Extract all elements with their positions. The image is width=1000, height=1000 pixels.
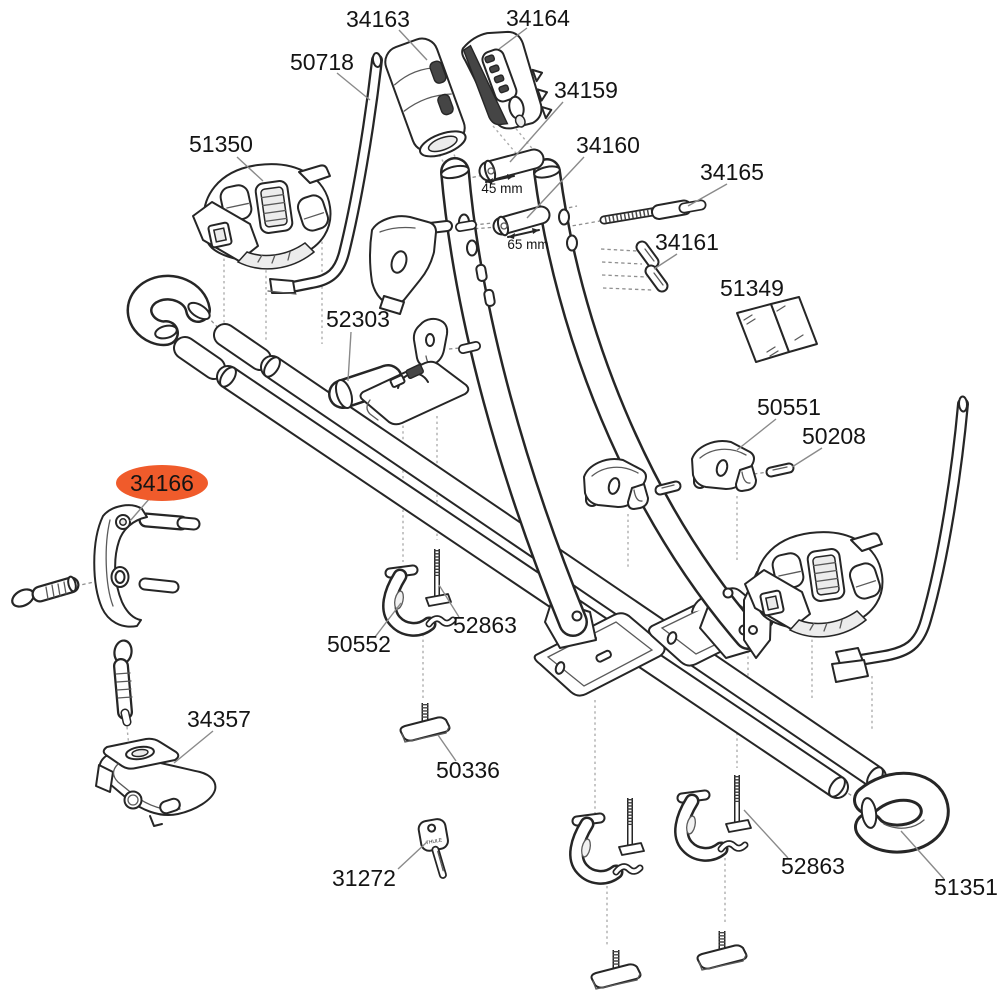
part-label-50208: 50208: [802, 423, 866, 449]
part-label-34161: 34161: [655, 229, 719, 255]
bolt-mid: [619, 798, 644, 855]
pin-mid: [654, 480, 682, 496]
lock-cylinder-with-key: [11, 575, 80, 608]
lock-lever-34166: [93, 504, 201, 628]
key-31272: THULE: [417, 818, 449, 879]
threaded-bolt-34165: [599, 199, 707, 225]
part-label-50336: 50336: [436, 757, 500, 783]
bolt-52863-b: [726, 775, 751, 832]
frame-holder-jaw-upper: [369, 215, 477, 315]
lock-barrel-with-key-vertical: [113, 639, 133, 727]
tray-end-cap-left: [126, 274, 211, 347]
part-label-51350: 51350: [189, 131, 253, 157]
dimension-65mm: 65 mm: [507, 237, 548, 252]
part-label-52863-b: 52863: [781, 853, 845, 879]
frame-holder-jaw-50551: [692, 441, 756, 491]
part-label-51351: 51351: [934, 874, 998, 900]
tray-end-cap-right-51351: [853, 771, 950, 854]
carrier-arm-left: [440, 157, 597, 649]
spacer-cylinder-34160: [492, 205, 551, 239]
key-brand-text: THULE: [425, 837, 443, 846]
part-label-52863-a: 52863: [453, 612, 517, 638]
part-label-50551: 50551: [757, 394, 821, 420]
frame-holder-housing-34163: [384, 37, 467, 158]
wheel-tray-rails: [173, 323, 887, 799]
frame-strap-rod-50718: [267, 52, 383, 295]
part-label-34166-highlighted: 34166: [130, 470, 194, 496]
t-bolt-50336: [401, 703, 450, 742]
part-label-34159: 34159: [554, 77, 618, 103]
part-label-34164: 34164: [506, 5, 570, 31]
part-label-34165: 34165: [700, 159, 764, 185]
pin-50208: [765, 462, 795, 478]
dimension-45mm: 45 mm: [481, 181, 522, 196]
t-bolt-right: [698, 931, 747, 970]
highlight-ellipse: [116, 465, 208, 501]
t-bolt-mid: [592, 950, 641, 989]
lock-bracket-34357: [95, 737, 217, 827]
dimension-labels: 45 mm 65 mm: [481, 181, 548, 252]
frame-strap-rod-right: [831, 395, 969, 683]
sticker-sheet-51349: [736, 296, 818, 363]
part-label-51349: 51349: [720, 275, 784, 301]
clip-pair-34161: [635, 240, 669, 293]
part-label-50718: 50718: [290, 49, 354, 75]
roller-base-52303: [328, 360, 470, 426]
projection-lines: [75, 119, 907, 947]
part-labels: 34163 34164 50718 34159 51350 34160 3416…: [130, 5, 998, 900]
part-label-34163: 34163: [346, 6, 410, 32]
leader-lines: [129, 27, 945, 880]
part-label-31272: 31272: [332, 865, 396, 891]
spacer-cylinder-34159: [478, 148, 545, 184]
part-label-34160: 34160: [576, 132, 640, 158]
part-label-50552: 50552: [327, 631, 391, 657]
serrated-clamp-pad-34164: [461, 30, 553, 130]
part-label-52303: 52303: [326, 306, 390, 332]
part-label-34357: 34357: [187, 706, 251, 732]
